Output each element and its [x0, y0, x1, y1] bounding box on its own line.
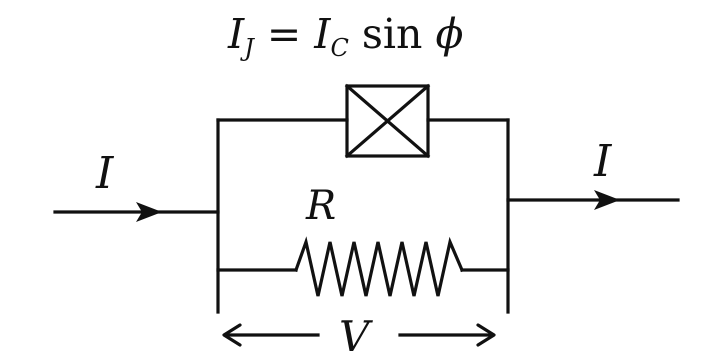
josephson-junction-icon — [344, 83, 431, 159]
eq-lhs-subscript: J — [244, 34, 254, 62]
input-current-label: I — [96, 148, 114, 199]
eq-function: sin — [348, 10, 436, 58]
eq-rhs-subscript: C — [330, 34, 349, 62]
eq-rhs-symbol: I — [314, 10, 331, 58]
output-current-label: I — [594, 136, 612, 187]
voltage-arrow-right-head — [476, 323, 496, 347]
eq-equals: = — [253, 10, 315, 58]
resistor-icon — [293, 236, 465, 297]
input-current-arrowhead — [136, 202, 162, 222]
resistor-label: R — [306, 183, 337, 229]
eq-argument: ϕ — [435, 10, 464, 58]
junction-current-equation: IJ = IC sin ϕ — [228, 14, 463, 62]
voltage-label: V — [339, 312, 370, 361]
eq-lhs-symbol: I — [228, 10, 245, 58]
voltage-arrow-left-head — [222, 323, 242, 347]
output-current-arrowhead — [594, 190, 620, 210]
